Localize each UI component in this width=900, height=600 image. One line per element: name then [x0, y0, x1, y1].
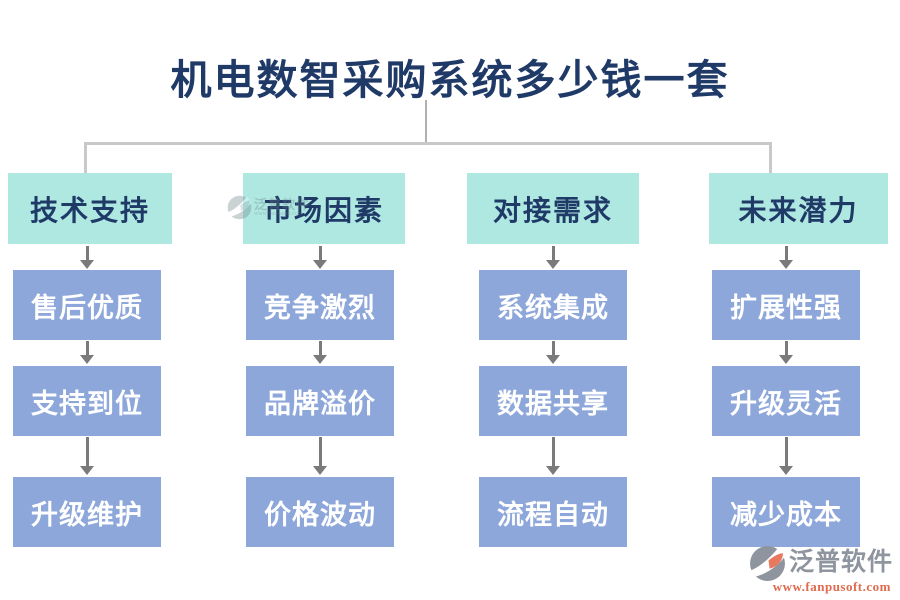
- connector-horizontal: [84, 142, 772, 145]
- item-box: 品牌溢价: [246, 366, 394, 436]
- down-arrow-icon: [546, 246, 560, 269]
- item-box: 升级维护: [13, 477, 161, 547]
- watermark-brand-name: 泛普软件: [254, 197, 311, 212]
- item-box: 数据共享: [479, 366, 627, 436]
- item-box: 竞争激烈: [246, 270, 394, 340]
- watermark-brand-url: www.fanpusoft.com: [254, 211, 303, 217]
- down-arrow-icon: [779, 246, 793, 269]
- item-box: 系统集成: [479, 270, 627, 340]
- down-arrow-icon: [779, 437, 793, 475]
- down-arrow-icon: [313, 437, 327, 475]
- down-arrow-icon: [80, 437, 94, 475]
- diagram-title: 机电数智采购系统多少钱一套: [170, 57, 730, 103]
- item-box: 扩展性强: [712, 270, 860, 340]
- down-arrow-icon: [80, 246, 94, 269]
- header-market-factors: 市场因素: [243, 173, 405, 244]
- item-box: 减少成本: [712, 477, 860, 547]
- item-box: 支持到位: [13, 366, 161, 436]
- header-integration-needs: 对接需求: [467, 173, 639, 244]
- watermark-logo: 泛普软件 www.fanpusoft.com: [227, 195, 310, 220]
- header-future-potential: 未来潜力: [709, 173, 888, 244]
- down-arrow-icon: [546, 437, 560, 475]
- fanpu-logo-icon: [750, 546, 785, 581]
- header-tech-support: 技术支持: [8, 173, 172, 244]
- brand-url: www.fanpusoft.com: [772, 579, 891, 594]
- item-box: 流程自动: [479, 477, 627, 547]
- connector-title-vertical: [425, 100, 427, 142]
- connector-left-drop: [84, 144, 87, 174]
- brand-name: 泛普软件: [788, 549, 893, 577]
- item-box: 售后优质: [13, 270, 161, 340]
- connector-right-drop: [769, 144, 772, 174]
- item-box: 升级灵活: [712, 366, 860, 436]
- down-arrow-icon: [546, 341, 560, 364]
- item-box: 价格波动: [246, 477, 394, 547]
- down-arrow-icon: [313, 341, 327, 364]
- fanpu-logo: 泛普软件 www.fanpusoft.com: [749, 545, 893, 595]
- down-arrow-icon: [313, 246, 327, 269]
- fanpu-logo-icon: [227, 195, 252, 220]
- down-arrow-icon: [779, 341, 793, 364]
- down-arrow-icon: [80, 341, 94, 364]
